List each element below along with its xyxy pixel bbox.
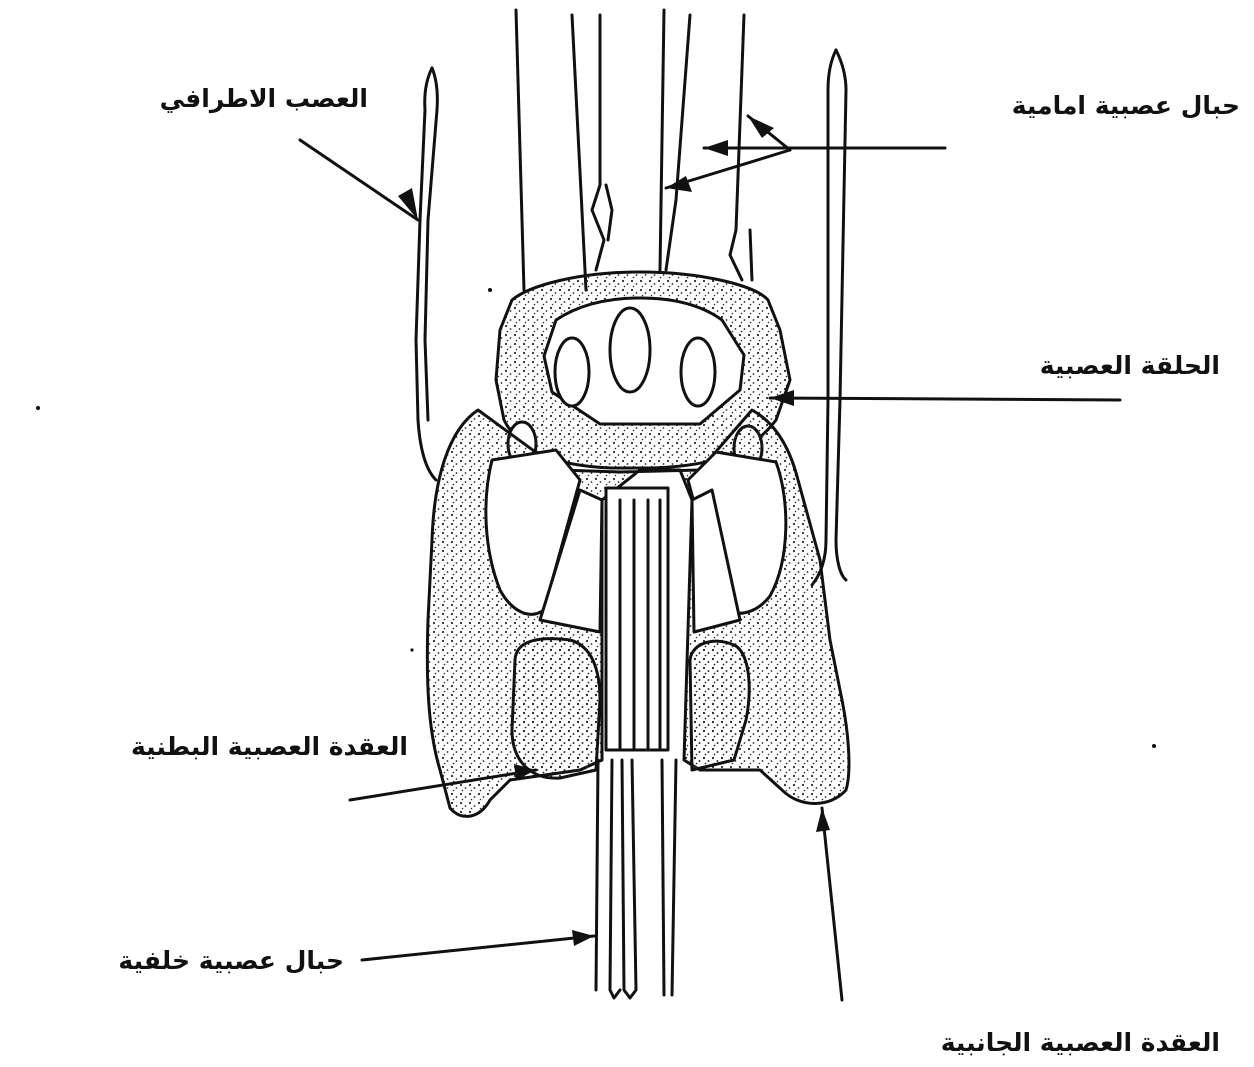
label-lateral-ganglion: العقدة العصبية الجانبية	[941, 1030, 1220, 1055]
peripheral-nerve	[416, 68, 437, 480]
label-nerve-ring: الحلقة العصبية	[1040, 353, 1220, 378]
label-anterior-nerve-cords: حبال عصبية امامية	[1012, 93, 1240, 118]
label-peripheral-nerve: العصب الاطرافي	[160, 86, 368, 111]
label-posterior-nerve-cords: حبال عصبية خلفية	[118, 948, 344, 973]
posterior-nerve-cords	[596, 760, 676, 998]
lateral-nerve-right	[812, 50, 846, 585]
label-ventral-ganglion: العقدة العصبية البطنية	[131, 734, 408, 759]
ganglion-mass	[427, 410, 849, 816]
